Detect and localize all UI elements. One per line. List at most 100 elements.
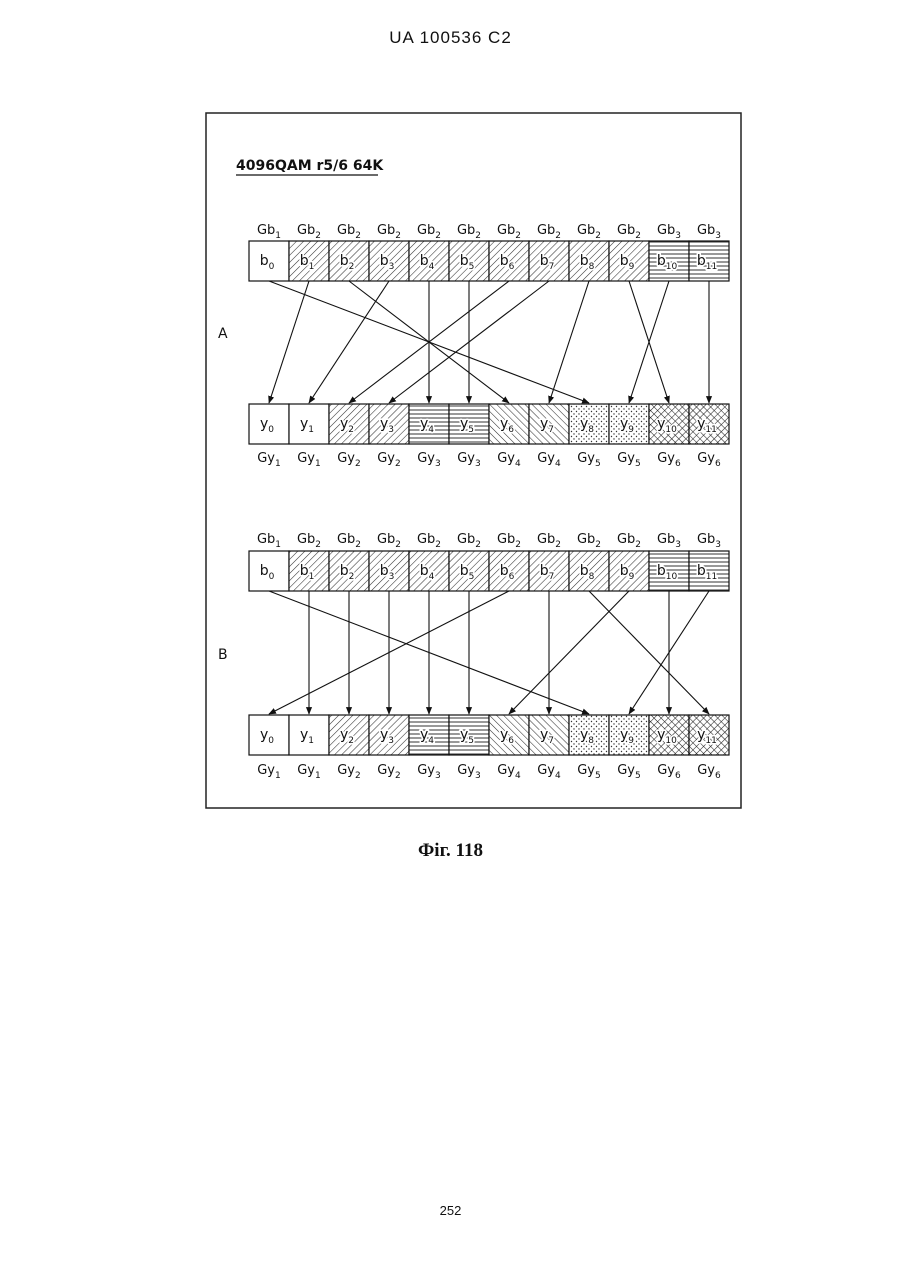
bit-cell-b8 <box>569 551 609 591</box>
top-group-label: Gb3 <box>697 532 721 550</box>
bit-cell-b2 <box>329 551 369 591</box>
bit-cell-b11 <box>689 551 729 591</box>
symbol-cell-y8 <box>569 404 609 444</box>
bottom-group-label: Gy6 <box>697 763 721 781</box>
top-group-label: Gb3 <box>657 532 681 550</box>
top-group-label: Gb2 <box>577 532 601 550</box>
figure-caption: Фіг. 118 <box>0 840 901 862</box>
symbol-cell-y3 <box>369 404 409 444</box>
mapping-arrow-b-b8-to-y11 <box>589 591 709 714</box>
mapping-arrow-a-b8-to-y7 <box>549 281 589 403</box>
panel-label-b: B <box>218 647 228 663</box>
symbol-cell-y1 <box>289 715 329 755</box>
bit-cell-b3 <box>369 551 409 591</box>
symbol-cell-y0 <box>249 715 289 755</box>
symbol-cell-y0 <box>249 404 289 444</box>
symbol-cell-y10 <box>649 404 689 444</box>
symbol-cell-y2 <box>329 404 369 444</box>
bit-cell-b7 <box>529 241 569 281</box>
bit-cell-b9 <box>609 241 649 281</box>
symbol-cell-y8 <box>569 715 609 755</box>
figure-title: 4096QAM r5/6 64K <box>236 158 384 174</box>
top-group-label: Gb2 <box>537 532 561 550</box>
mapping-arrow-a-b1-to-y0 <box>269 281 309 403</box>
symbol-cell-y2 <box>329 715 369 755</box>
page-number: 252 <box>0 1203 901 1218</box>
bottom-group-label: Gy6 <box>657 763 681 781</box>
symbol-cell-y7 <box>529 404 569 444</box>
bit-cell-b9 <box>609 551 649 591</box>
bottom-group-label: Gy4 <box>497 451 521 469</box>
bit-cell-b1 <box>289 551 329 591</box>
bottom-group-label: Gy3 <box>457 763 481 781</box>
bottom-group-label: Gy6 <box>657 451 681 469</box>
top-group-label: Gb2 <box>377 532 401 550</box>
bottom-group-label: Gy3 <box>417 763 441 781</box>
top-group-label: Gb2 <box>457 223 481 241</box>
bit-cell-b5 <box>449 551 489 591</box>
symbol-cell-y11 <box>689 715 729 755</box>
symbol-cell-y4 <box>409 715 449 755</box>
top-group-label: Gb1 <box>257 223 281 241</box>
bit-cell-b1 <box>289 241 329 281</box>
bit-cell-b7 <box>529 551 569 591</box>
bit-cell-b5 <box>449 241 489 281</box>
bottom-group-label: Gy5 <box>617 451 641 469</box>
top-group-label: Gb2 <box>297 223 321 241</box>
bottom-group-label: Gy3 <box>417 451 441 469</box>
top-group-label: Gb2 <box>297 532 321 550</box>
symbol-cell-y10 <box>649 715 689 755</box>
panel-label-a: A <box>218 326 228 342</box>
top-group-label: Gb2 <box>617 223 641 241</box>
symbol-cell-y3 <box>369 715 409 755</box>
bit-cell-b0 <box>249 241 289 281</box>
mapping-arrow-a-b3-to-y1 <box>309 281 389 403</box>
top-group-label: Gb2 <box>497 223 521 241</box>
symbol-cell-y1 <box>289 404 329 444</box>
top-group-label: Gb2 <box>337 223 361 241</box>
symbol-cell-y6 <box>489 715 529 755</box>
bit-cell-b6 <box>489 241 529 281</box>
top-group-label: Gb2 <box>417 223 441 241</box>
bit-cell-b4 <box>409 241 449 281</box>
bottom-group-label: Gy2 <box>377 763 401 781</box>
top-group-label: Gb2 <box>377 223 401 241</box>
top-group-label: Gb2 <box>577 223 601 241</box>
bottom-group-label: Gy6 <box>697 451 721 469</box>
mapping-arrow-b-b9-to-y6 <box>509 591 629 714</box>
top-group-label: Gb1 <box>257 532 281 550</box>
bit-cell-b10 <box>649 551 689 591</box>
top-group-label: Gb2 <box>417 532 441 550</box>
top-group-label: Gb2 <box>457 532 481 550</box>
bottom-group-label: Gy2 <box>337 763 361 781</box>
bottom-group-label: Gy1 <box>297 451 321 469</box>
bottom-group-label: Gy1 <box>297 763 321 781</box>
top-group-label: Gb3 <box>697 223 721 241</box>
bit-cell-b3 <box>369 241 409 281</box>
bottom-group-label: Gy1 <box>257 451 281 469</box>
symbol-cell-y9 <box>609 715 649 755</box>
top-group-label: Gb2 <box>537 223 561 241</box>
bottom-group-label: Gy5 <box>577 763 601 781</box>
bit-cell-b6 <box>489 551 529 591</box>
symbol-cell-y5 <box>449 404 489 444</box>
top-group-label: Gb2 <box>337 532 361 550</box>
bit-cell-b0 <box>249 551 289 591</box>
bottom-group-label: Gy5 <box>577 451 601 469</box>
bottom-group-label: Gy5 <box>617 763 641 781</box>
symbol-cell-y5 <box>449 715 489 755</box>
symbol-cell-y6 <box>489 404 529 444</box>
top-group-label: Gb2 <box>617 532 641 550</box>
symbol-cell-y7 <box>529 715 569 755</box>
top-group-label: Gb2 <box>497 532 521 550</box>
symbol-cell-y9 <box>609 404 649 444</box>
top-group-label: Gb3 <box>657 223 681 241</box>
bottom-group-label: Gy4 <box>537 451 561 469</box>
bit-cell-b10 <box>649 241 689 281</box>
bottom-group-label: Gy2 <box>377 451 401 469</box>
symbol-cell-y4 <box>409 404 449 444</box>
panel-a: Gb1Gb2Gb2Gb2Gb2Gb2Gb2Gb2Gb2Gb2Gb3Gb3b0b1… <box>249 223 729 469</box>
bottom-group-label: Gy1 <box>257 763 281 781</box>
bottom-group-label: Gy3 <box>457 451 481 469</box>
